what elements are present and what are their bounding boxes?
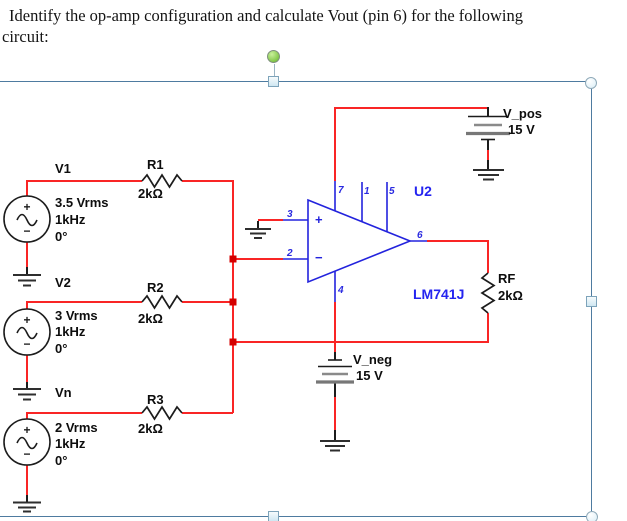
source-v2-phase: 0° (55, 341, 68, 356)
source-vn-name: Vn (55, 385, 72, 400)
rotate-handle-stem (273, 64, 275, 77)
source-v2-name: V2 (55, 275, 71, 290)
wire-rf-feedback (233, 313, 489, 343)
opamp-pin2-number: 2 (287, 248, 293, 259)
sine-wave-icon (16, 436, 38, 450)
terminal-stems (26, 107, 489, 502)
battery-icon-vneg (316, 359, 354, 384)
resistor-r2-name: R2 (147, 280, 164, 295)
wire-output-to-rf (427, 240, 489, 273)
ground-icon (13, 388, 41, 401)
wire-pin7-to-vpos (334, 107, 488, 181)
resistor-r2-value: 2kΩ (138, 311, 163, 326)
sine-wave-icon (16, 213, 38, 227)
ground-icon (245, 228, 271, 239)
resize-handle-top-center[interactable] (268, 76, 279, 87)
resistor-r2-symbol (141, 294, 183, 310)
ground-icon (13, 274, 41, 287)
minus-icon: − (23, 447, 31, 461)
opamp-designator: U2 (414, 183, 432, 199)
resistor-rf-value: 2kΩ (498, 288, 523, 303)
resize-handle-right-center[interactable] (586, 296, 597, 307)
junction-dot (229, 338, 237, 346)
ground-icon (473, 169, 504, 181)
supply-vpos-value: 15 V (508, 122, 535, 137)
resize-handle-bottom-right[interactable] (586, 511, 598, 521)
source-vn-frequency: 1kHz (55, 436, 86, 451)
junction-dot (229, 255, 237, 263)
question-line-1: Identify the op-amp configuration and ca… (9, 6, 523, 25)
selection-border-top (0, 81, 591, 82)
wire-summing-bus (182, 180, 234, 413)
plus-icon: + (23, 423, 31, 437)
wire-v2-to-r2 (26, 301, 142, 309)
wires (26, 107, 489, 495)
supply-vneg-name: V_neg (353, 352, 393, 367)
opamp-noninverting-input-icon: + (315, 212, 323, 227)
plus-icon: + (23, 313, 31, 327)
ground-icon (13, 501, 41, 513)
selection-border-bottom (0, 516, 594, 517)
resistor-rf-symbol (480, 272, 496, 314)
resistor-rf-name: RF (498, 271, 516, 286)
opamp-triangle (307, 198, 413, 284)
source-v1-frequency: 1kHz (55, 212, 86, 227)
wire-v1-to-r1 (26, 180, 142, 196)
source-v2-amplitude: 3 Vrms (55, 308, 98, 323)
resistor-r3-value: 2kΩ (138, 421, 163, 436)
resize-handle-top-right[interactable] (585, 77, 597, 89)
source-v1-phase: 0° (55, 229, 68, 244)
opamp-symbol (283, 181, 427, 302)
source-v2-frequency: 1kHz (55, 324, 86, 339)
resistor-r1-name: R1 (147, 157, 164, 172)
question-line-2: circuit: (2, 27, 49, 46)
source-v1-name: V1 (55, 161, 71, 176)
sine-wave-icon (16, 326, 38, 340)
opamp-inverting-input-icon: − (315, 250, 323, 265)
plus-icon: + (23, 200, 31, 214)
opamp-pin1-number: 1 (364, 186, 370, 197)
source-vn-phase: 0° (55, 453, 68, 468)
junction-dot (229, 298, 237, 306)
battery-icon-vpos (466, 115, 510, 141)
junction-dots (229, 255, 237, 346)
supply-vpos-name: V_pos (503, 106, 543, 121)
minus-icon: − (23, 224, 31, 238)
wire-vn-to-r3 (26, 412, 142, 419)
resistor-r3-symbol (141, 405, 183, 421)
ground-icon (320, 440, 350, 452)
opamp-pin6-number: 6 (417, 230, 423, 241)
resistor-r1-symbol (141, 173, 183, 189)
opamp-pin7-number: 7 (338, 185, 344, 196)
resistor-r3-name: R3 (147, 392, 164, 407)
opamp-pin5-number: 5 (389, 186, 395, 197)
resize-handle-bottom-center[interactable] (268, 511, 279, 521)
minus-icon: − (23, 337, 31, 351)
supply-vneg-value: 15 V (356, 368, 383, 383)
source-v1-amplitude: 3.5 Vrms (55, 195, 109, 210)
rotate-handle[interactable] (267, 50, 280, 63)
opamp-pin3-number: 3 (287, 209, 293, 220)
opamp-part-number: LM741J (413, 286, 465, 302)
opamp-pin4-number: 4 (338, 285, 344, 296)
resistor-r1-value: 2kΩ (138, 186, 163, 201)
source-vn-amplitude: 2 Vrms (55, 420, 98, 435)
